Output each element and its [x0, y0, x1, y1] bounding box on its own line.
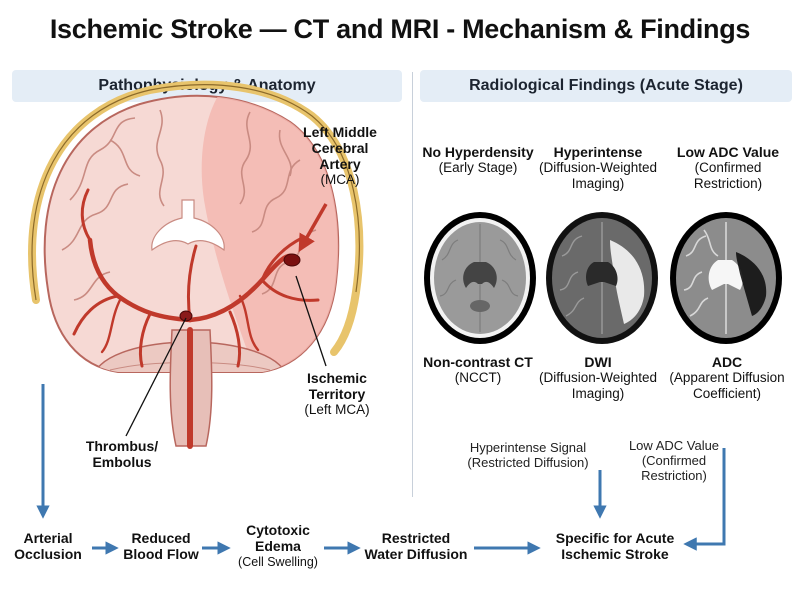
thrombus-label: Thrombus/Embolus [85, 438, 159, 470]
dwi-scan-image [546, 212, 658, 344]
ct-modality-label: Non-contrast CT(NCCT) [423, 354, 533, 385]
ct-scan-image [424, 212, 536, 344]
thrombus-leader [125, 317, 187, 437]
mca-pointer-arrow [298, 203, 328, 253]
panel-divider [412, 72, 413, 497]
territory-leader [295, 275, 327, 367]
page-title: Ischemic Stroke — CT and MRI - Mechanism… [49, 14, 751, 44]
adc-scan-image [670, 212, 782, 344]
ventricles [151, 199, 225, 252]
ischemic-territory [201, 96, 339, 372]
ct-finding-label: No Hyperdensity(Early Stage) [422, 144, 534, 175]
dwi-signal-note: Hyperintense Signal(Restricted Diffusion… [467, 440, 589, 470]
thrombus-marker [283, 253, 301, 267]
right-panel-header: Radiological Findings (Acute Stage) [420, 70, 792, 102]
